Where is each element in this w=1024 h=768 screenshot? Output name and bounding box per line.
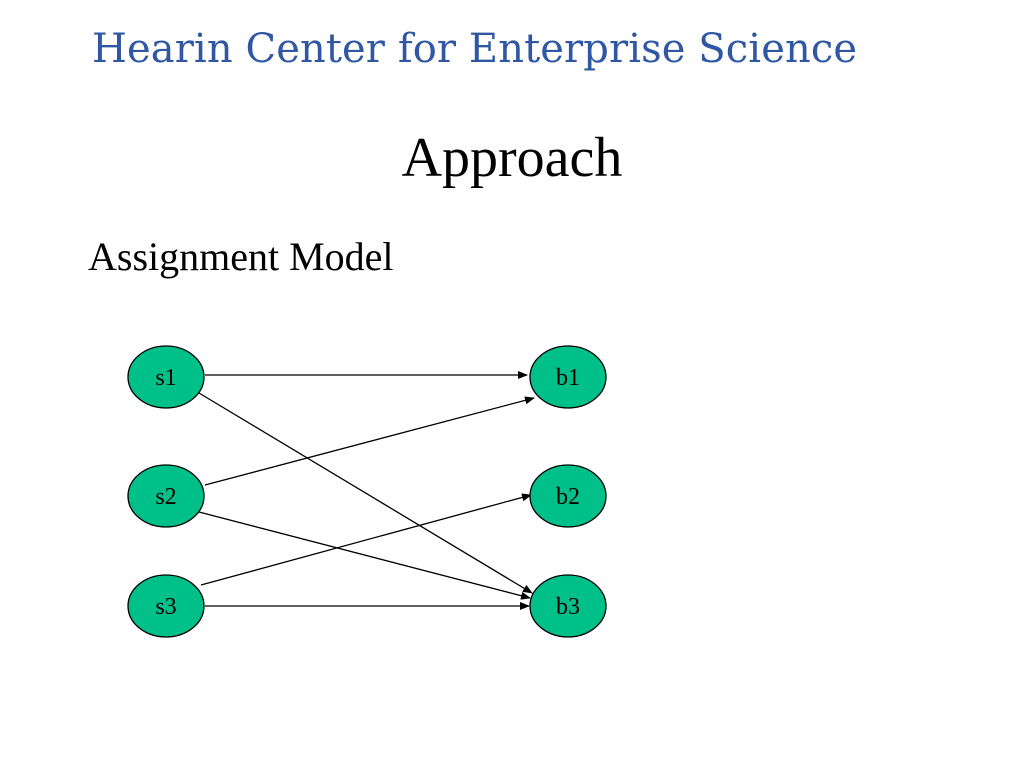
subtitle: Assignment Model: [88, 234, 394, 279]
node-s1: s1: [127, 345, 205, 409]
node-b2-label: b2: [556, 484, 580, 510]
node-b3: b3: [529, 574, 607, 638]
node-b1-shape: [529, 345, 607, 409]
edge-s2-b1: [204, 396, 535, 486]
node-b1-label: b1: [556, 365, 580, 391]
node-b1: b1: [529, 345, 607, 409]
node-s1-label: s1: [155, 365, 176, 391]
node-b2-shape: [529, 464, 607, 528]
node-b3-label: b3: [556, 594, 580, 620]
node-s2-label: s2: [155, 484, 176, 510]
node-b3-shape: [529, 574, 607, 638]
header-title: Hearin Center for Enterprise Science: [92, 26, 858, 72]
slide-title: Approach: [401, 127, 623, 189]
edges-group: [198, 371, 535, 610]
node-s3-shape: [127, 574, 205, 638]
node-s3-label: s3: [155, 594, 176, 620]
edge-s1-b3: [198, 392, 533, 594]
nodes-group: s1 s2 s3 b1 b2 b3: [127, 345, 607, 638]
node-s2-shape: [127, 464, 205, 528]
node-s2: s2: [127, 464, 205, 528]
node-s1-shape: [127, 345, 205, 409]
edge-s2-b3: [198, 511, 531, 600]
node-s3: s3: [127, 574, 205, 638]
node-b2: b2: [529, 464, 607, 528]
edge-s3-b2: [200, 493, 532, 586]
